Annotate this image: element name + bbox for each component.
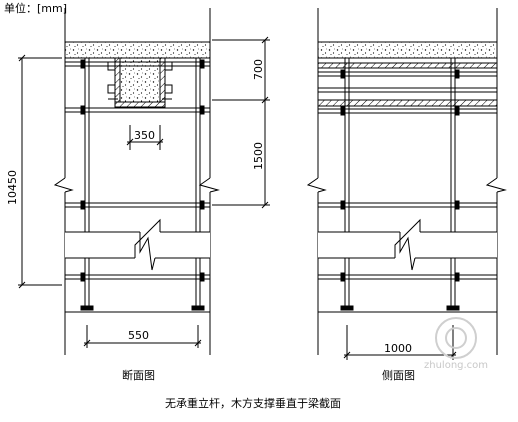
section-beam [119,57,161,103]
watermark-text: zhulong.com [424,360,488,371]
caption-side-view: 侧面图 [382,369,415,382]
dim-step-height: 1500 [252,142,265,170]
side-view [306,8,507,360]
section-view [18,8,270,355]
section-slab [64,41,211,59]
dim-total-height: 10450 [6,170,19,205]
dim-beam-width: 350 [134,129,155,142]
dim-side-pole-spacing: 1000 [384,342,412,355]
side-slab [317,41,498,59]
unit-label: 单位：[mm] [4,1,67,15]
caption-section-view: 断面图 [122,368,155,382]
watermark-logo [435,317,477,359]
dim-top-beam-height: 700 [252,59,265,80]
dim-section-pole-spacing: 550 [128,329,149,342]
caption-note: 无承重立杆，木方支撑垂直于梁截面 [165,396,341,410]
